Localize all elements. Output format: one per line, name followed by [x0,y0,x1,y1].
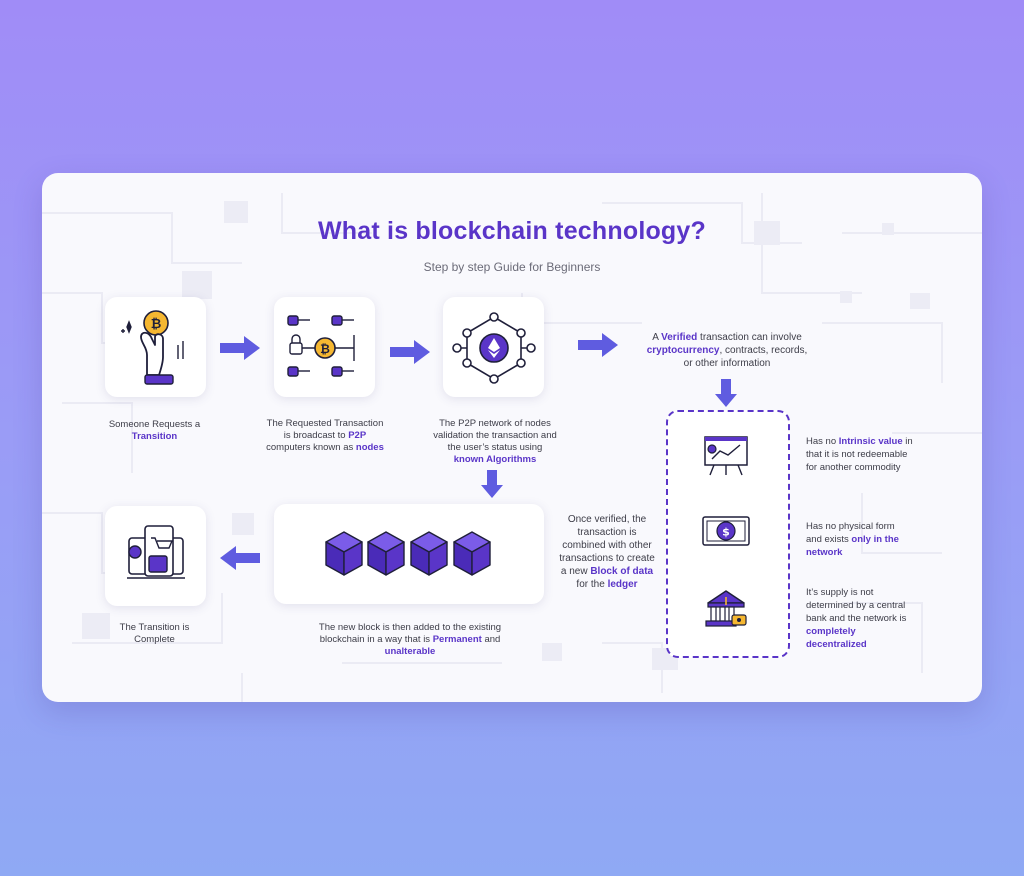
dollar-bill-icon: $ [702,516,750,546]
caption-combined: Once verified, the transaction is combin… [559,514,655,590]
caption-added: The new block is then added to the exist… [318,622,502,657]
arrow-down-2 [481,470,503,498]
caption-validation: The P2P network of nodes validation the … [433,418,557,465]
caption-verified: A Verified transaction can involve crypt… [646,332,808,369]
property-intrinsic-value: Has no Intrinsic value in that it is not… [806,436,913,473]
arrow-right-1 [220,336,260,360]
step-complete-card [105,506,206,606]
ethereum-network-icon [452,312,536,384]
page-subtitle: Step by step Guide for Beginners [423,260,601,274]
computer-cart-icon [127,525,185,579]
arrow-right-3 [578,333,618,357]
bank-icon [705,590,747,627]
property-physical-form: Has no physical form and exists only in … [806,521,899,558]
page-title: What is blockchain technology? [318,217,706,245]
arrow-down-1 [715,379,737,407]
infographic-slide: What is blockchain technology? Step by s… [42,173,982,702]
hand-coin-icon: ₿ [121,310,184,385]
step-blocks-card [274,504,544,604]
arrow-left-1 [220,546,260,570]
step-request-card: ₿ [105,297,206,397]
property-decentralized: It’s supply is not determined by a centr… [806,587,907,650]
chart-board-icon [704,436,748,476]
svg-text:₿: ₿ [320,342,330,356]
svg-text:₿: ₿ [151,317,162,332]
step-validation-card [443,297,544,397]
circuit-background [42,193,982,702]
svg-text:$: $ [722,526,730,539]
keys-lock-coin-icon: ₿ [287,315,355,377]
blocks-chain-icon [325,531,491,576]
step-broadcast-card: ₿ [274,297,375,397]
caption-broadcast: The Requested Transaction is broadcast t… [266,418,384,453]
arrow-right-2 [390,340,430,364]
